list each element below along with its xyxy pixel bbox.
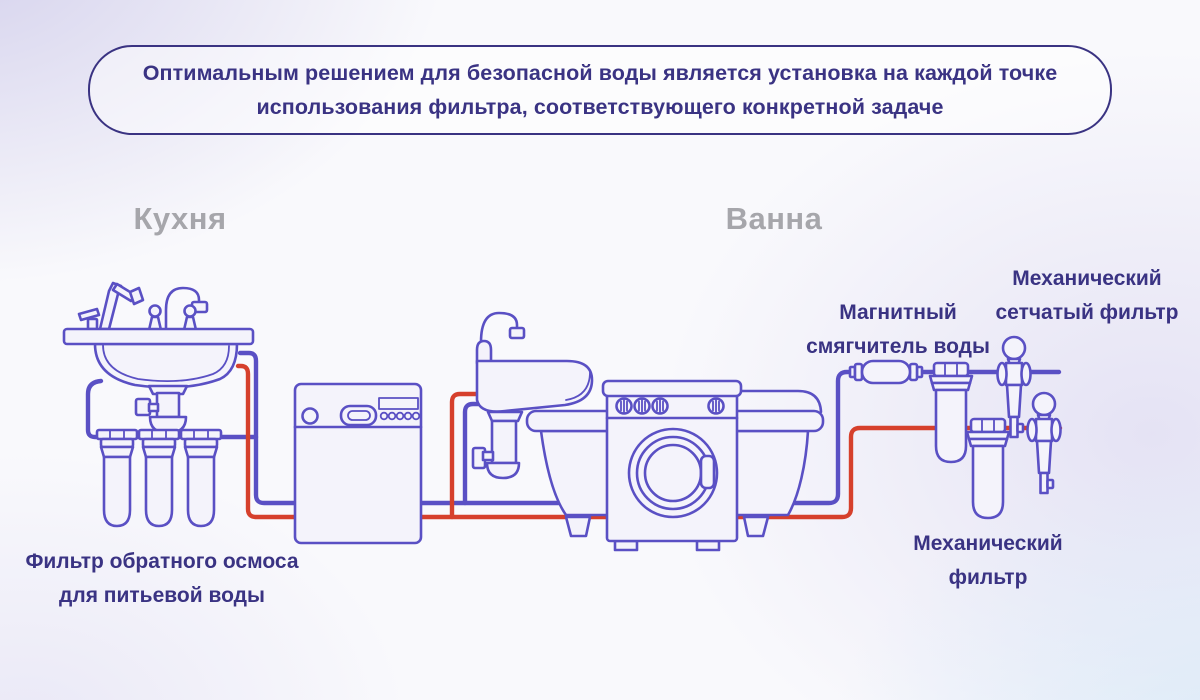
section-title-bath: Ванна (725, 201, 823, 236)
headline-line-1: Оптимальным решением для безопасной воды… (142, 61, 1058, 85)
label-line: для питьевой воды (59, 584, 265, 607)
cold-water-pipe (85, 350, 1062, 506)
label-magnetic-softener: Магнитный смягчитель воды (798, 296, 998, 364)
kitchen-sink-icon (62, 281, 255, 435)
washing-machine-icon (601, 379, 743, 552)
label-line: смягчитель воды (806, 335, 990, 358)
label-reverse-osmosis-filter: Фильтр обратного осмоса для питьевой вод… (12, 545, 312, 613)
label-line: сетчатый фильтр (995, 301, 1179, 324)
label-line: Фильтр обратного осмоса (25, 550, 299, 573)
headline-line-2: использования фильтра, соответствующего … (256, 95, 944, 119)
dishwasher-icon (293, 382, 423, 545)
label-line: фильтр (948, 566, 1028, 589)
mesh-filter-icon (996, 335, 1062, 495)
reverse-osmosis-filter-icon (95, 428, 223, 528)
label-line: Механический (1012, 267, 1162, 290)
bathroom-sink-icon (471, 311, 594, 480)
headline-banner: Оптимальным решением для безопасной воды… (88, 45, 1112, 135)
label-line: Механический (913, 532, 1063, 555)
filter-housing-icon (928, 361, 1011, 520)
magnetic-softener-icon (848, 359, 924, 385)
section-title-kitchen: Кухня (133, 201, 227, 236)
label-line: Магнитный (839, 301, 957, 324)
label-mesh-filter: Механический сетчатый фильтр (985, 262, 1189, 330)
label-mechanical-filter: Механический фильтр (888, 527, 1088, 595)
hot-water-pipe (235, 363, 1063, 520)
